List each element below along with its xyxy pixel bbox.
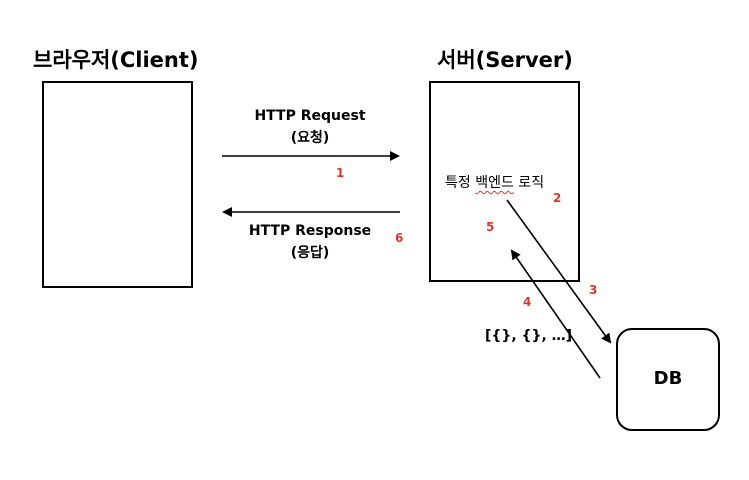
server-box bbox=[429, 81, 580, 282]
logic-underlined-word: 백엔드 bbox=[475, 175, 514, 191]
backend-logic-text: 특정 백엔드 로직 bbox=[445, 172, 544, 192]
client-box bbox=[42, 81, 193, 288]
db-box bbox=[616, 328, 720, 431]
response-line1: HTTP Response bbox=[248, 223, 372, 239]
logic-suffix: 로직 bbox=[513, 175, 545, 191]
step-1: 1 bbox=[336, 166, 345, 180]
result-arrow bbox=[510, 249, 601, 379]
request-line1: HTTP Request bbox=[254, 108, 366, 124]
logic-prefix: 특정 bbox=[445, 175, 476, 191]
db-label: DB bbox=[653, 368, 683, 389]
request-label: HTTP Request (요청) bbox=[240, 105, 380, 149]
client-title: 브라우저(Client) bbox=[33, 48, 199, 72]
query-arrow bbox=[506, 199, 612, 344]
step-5: 5 bbox=[486, 220, 495, 234]
db-result-label: [{}, {}, …] bbox=[485, 328, 573, 344]
response-line2: (응답) bbox=[290, 245, 330, 261]
response-label: HTTP Response (응답) bbox=[240, 220, 380, 264]
step-2: 2 bbox=[553, 191, 562, 205]
step-4: 4 bbox=[523, 295, 532, 309]
step-3: 3 bbox=[589, 283, 598, 297]
request-line2: (요청) bbox=[290, 130, 330, 146]
step-6: 6 bbox=[395, 231, 404, 245]
server-title: 서버(Server) bbox=[437, 48, 573, 72]
